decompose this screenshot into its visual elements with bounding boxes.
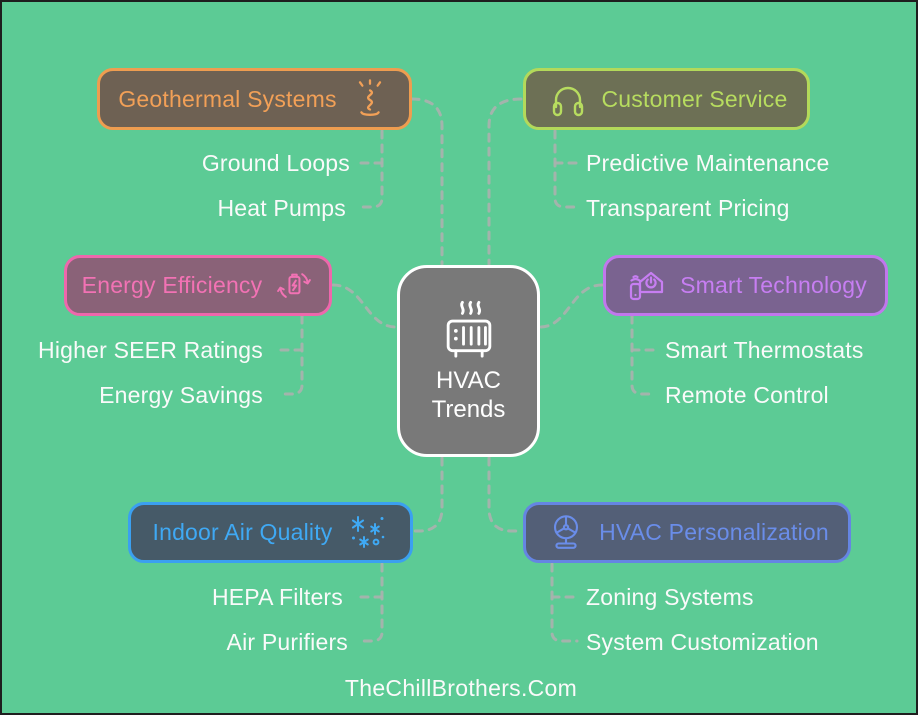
branch-label: Customer Service bbox=[601, 85, 788, 112]
sub-item-remote-control: Remote Control bbox=[665, 382, 829, 408]
branch-label: Smart Technology bbox=[680, 272, 867, 298]
particles-icon bbox=[351, 515, 384, 548]
connector-energy-children bbox=[277, 314, 304, 396]
sub-item-ground-loops: Ground Loops bbox=[201, 150, 350, 176]
sub-item-transparent-pricing: Transparent Pricing bbox=[586, 195, 790, 221]
connector-center-customer bbox=[487, 97, 523, 266]
sub-item-energy-savings: Energy Savings bbox=[99, 382, 263, 408]
battery-recycle-icon bbox=[277, 272, 312, 298]
branch-customer-service: Customer Service bbox=[523, 68, 810, 130]
sub-item-system-customization: System Customization bbox=[586, 629, 819, 655]
branch-energy-efficiency: Energy Efficiency bbox=[64, 255, 332, 316]
center-title-line1: HVAC bbox=[436, 367, 501, 394]
branch-label: HVAC Personalization bbox=[599, 519, 829, 545]
sub-item-hepa-filters: HEPA Filters bbox=[211, 584, 343, 610]
branch-smart-technology: Smart Technology bbox=[603, 255, 888, 316]
connector-center-iaq bbox=[412, 456, 444, 533]
sub-item-heat-pumps: Heat Pumps bbox=[217, 195, 346, 221]
branch-label: Indoor Air Quality bbox=[152, 519, 333, 545]
fan-icon bbox=[554, 514, 579, 549]
smart-home-icon bbox=[629, 271, 664, 300]
connector-center-personalization bbox=[487, 456, 523, 533]
geyser-icon bbox=[358, 79, 381, 116]
heater-icon bbox=[446, 300, 491, 358]
connector-smart-children bbox=[630, 314, 657, 396]
connector-center-energy bbox=[331, 283, 398, 329]
sub-item-smart-thermostats: Smart Thermostats bbox=[665, 337, 864, 363]
branch-label: Geothermal Systems bbox=[118, 85, 337, 112]
connector-geothermal-children bbox=[355, 129, 384, 209]
branch-indoor-air-quality: Indoor Air Quality bbox=[128, 502, 413, 563]
watermark-text: TheChillBrothers.Com bbox=[344, 675, 578, 701]
center-node-hvac-trends: HVAC Trends bbox=[397, 265, 540, 457]
sub-item-air-purifiers: Air Purifiers bbox=[226, 629, 348, 655]
connector-center-geothermal bbox=[410, 97, 444, 266]
sub-item-zoning-systems: Zoning Systems bbox=[586, 584, 754, 610]
branch-geothermal-systems: Geothermal Systems bbox=[97, 68, 412, 130]
connector-personalization-children bbox=[550, 562, 579, 643]
sub-item-predictive-maintenance: Predictive Maintenance bbox=[586, 150, 830, 176]
branch-hvac-personalization: HVAC Personalization bbox=[523, 502, 851, 563]
connector-customer-children bbox=[553, 129, 582, 209]
center-title-line2: Trends bbox=[431, 396, 506, 423]
branch-label: Energy Efficiency bbox=[81, 272, 263, 298]
connector-center-smart bbox=[538, 283, 604, 329]
sub-item-higher-seer-ratings: Higher SEER Ratings bbox=[38, 337, 263, 363]
connector-iaq-children bbox=[356, 562, 384, 643]
headphones-icon bbox=[552, 86, 583, 117]
